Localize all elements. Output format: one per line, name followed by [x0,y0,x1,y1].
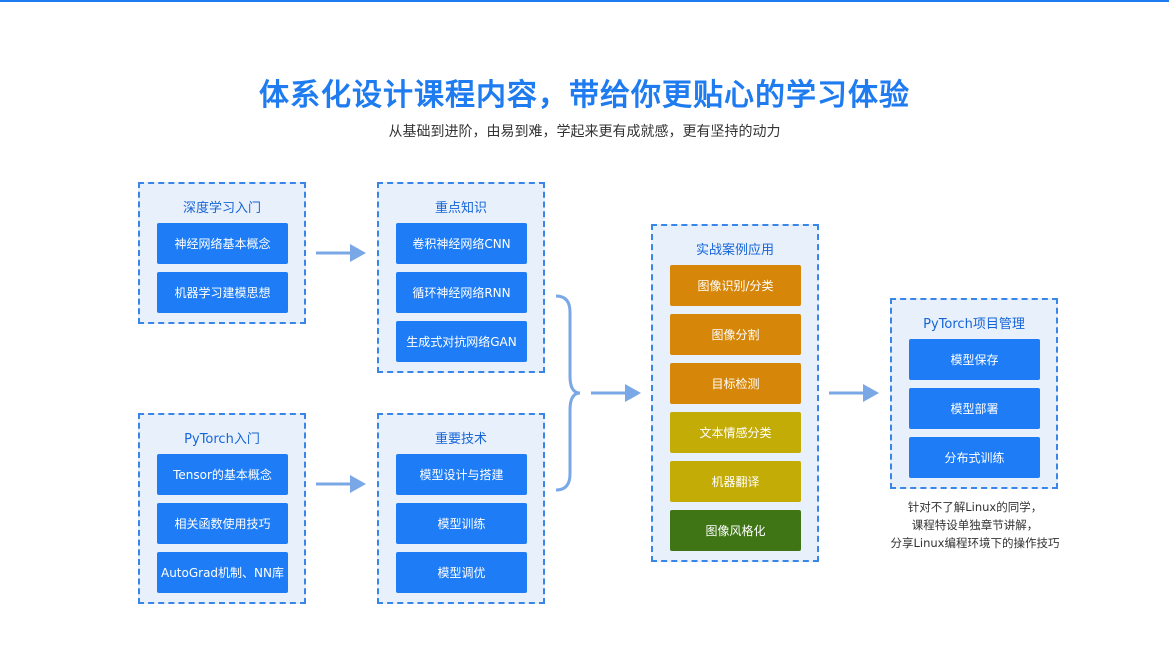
top-accent-line [0,0,1169,2]
arrow-right-icon [591,384,641,402]
item-neural-network-basics[interactable]: 神经网络基本概念 [157,223,288,264]
item-gan[interactable]: 生成式对抗网络GAN [396,321,527,362]
linux-note: 针对不了解Linux的同学， 课程特设单独章节讲解， 分享Linux编程环境下的… [870,498,1080,552]
group-title: 重点知识 [434,201,487,216]
item-object-detection[interactable]: 目标检测 [670,363,801,404]
item-model-training[interactable]: 模型训练 [396,503,527,544]
page-subtitle: 从基础到进阶，由易到难，学起来更有成就感，更有坚持的动力 [388,124,781,140]
item-ml-modeling-thinking[interactable]: 机器学习建模思想 [157,272,288,313]
item-model-deploy[interactable]: 模型部署 [909,388,1040,429]
item-rnn[interactable]: 循环神经网络RNN [396,272,527,313]
note-line: 针对不了解Linux的同学， [907,500,1043,514]
item-image-segmentation[interactable]: 图像分割 [670,314,801,355]
item-style-transfer[interactable]: 图像风格化 [670,510,801,551]
group-title: PyTorch项目管理 [923,317,1025,332]
arrow-right-icon [316,244,366,262]
note-line: 课程特设单独章节讲解， [911,518,1039,532]
note-line: 分享Linux编程环境下的操作技巧 [890,536,1060,550]
item-image-classification[interactable]: 图像识别/分类 [670,265,801,306]
group-important-tech: 重要技术 模型设计与搭建 模型训练 模型调优 [377,413,545,604]
group-pytorch-project: PyTorch项目管理 模型保存 模型部署 分布式训练 [890,298,1058,489]
arrow-right-icon [316,475,366,493]
item-distributed-training[interactable]: 分布式训练 [909,437,1040,478]
item-model-save[interactable]: 模型保存 [909,339,1040,380]
group-title: 重要技术 [434,432,487,447]
curly-brace-icon [555,294,581,492]
arrow-right-icon [829,384,879,402]
item-tensor-basics[interactable]: Tensor的基本概念 [157,454,288,495]
item-cnn[interactable]: 卷积神经网络CNN [396,223,527,264]
group-deep-learning-intro: 深度学习入门 神经网络基本概念 机器学习建模思想 [138,182,306,324]
item-autograd-nn[interactable]: AutoGrad机制、NN库 [157,552,288,593]
page-title: 体系化设计课程内容，带给你更贴心的学习体验 [259,78,910,113]
item-model-design[interactable]: 模型设计与搭建 [396,454,527,495]
group-title: 深度学习入门 [182,201,261,216]
item-function-tips[interactable]: 相关函数使用技巧 [157,503,288,544]
group-key-knowledge: 重点知识 卷积神经网络CNN 循环神经网络RNN 生成式对抗网络GAN [377,182,545,373]
item-machine-translation[interactable]: 机器翻译 [670,461,801,502]
group-title: 实战案例应用 [695,243,774,258]
item-text-sentiment[interactable]: 文本情感分类 [670,412,801,453]
group-pytorch-intro: PyTorch入门 Tensor的基本概念 相关函数使用技巧 AutoGrad机… [138,413,306,604]
item-model-tuning[interactable]: 模型调优 [396,552,527,593]
group-practical-cases: 实战案例应用 图像识别/分类 图像分割 目标检测 文本情感分类 机器翻译 图像风… [651,224,819,562]
group-title: PyTorch入门 [184,432,260,447]
